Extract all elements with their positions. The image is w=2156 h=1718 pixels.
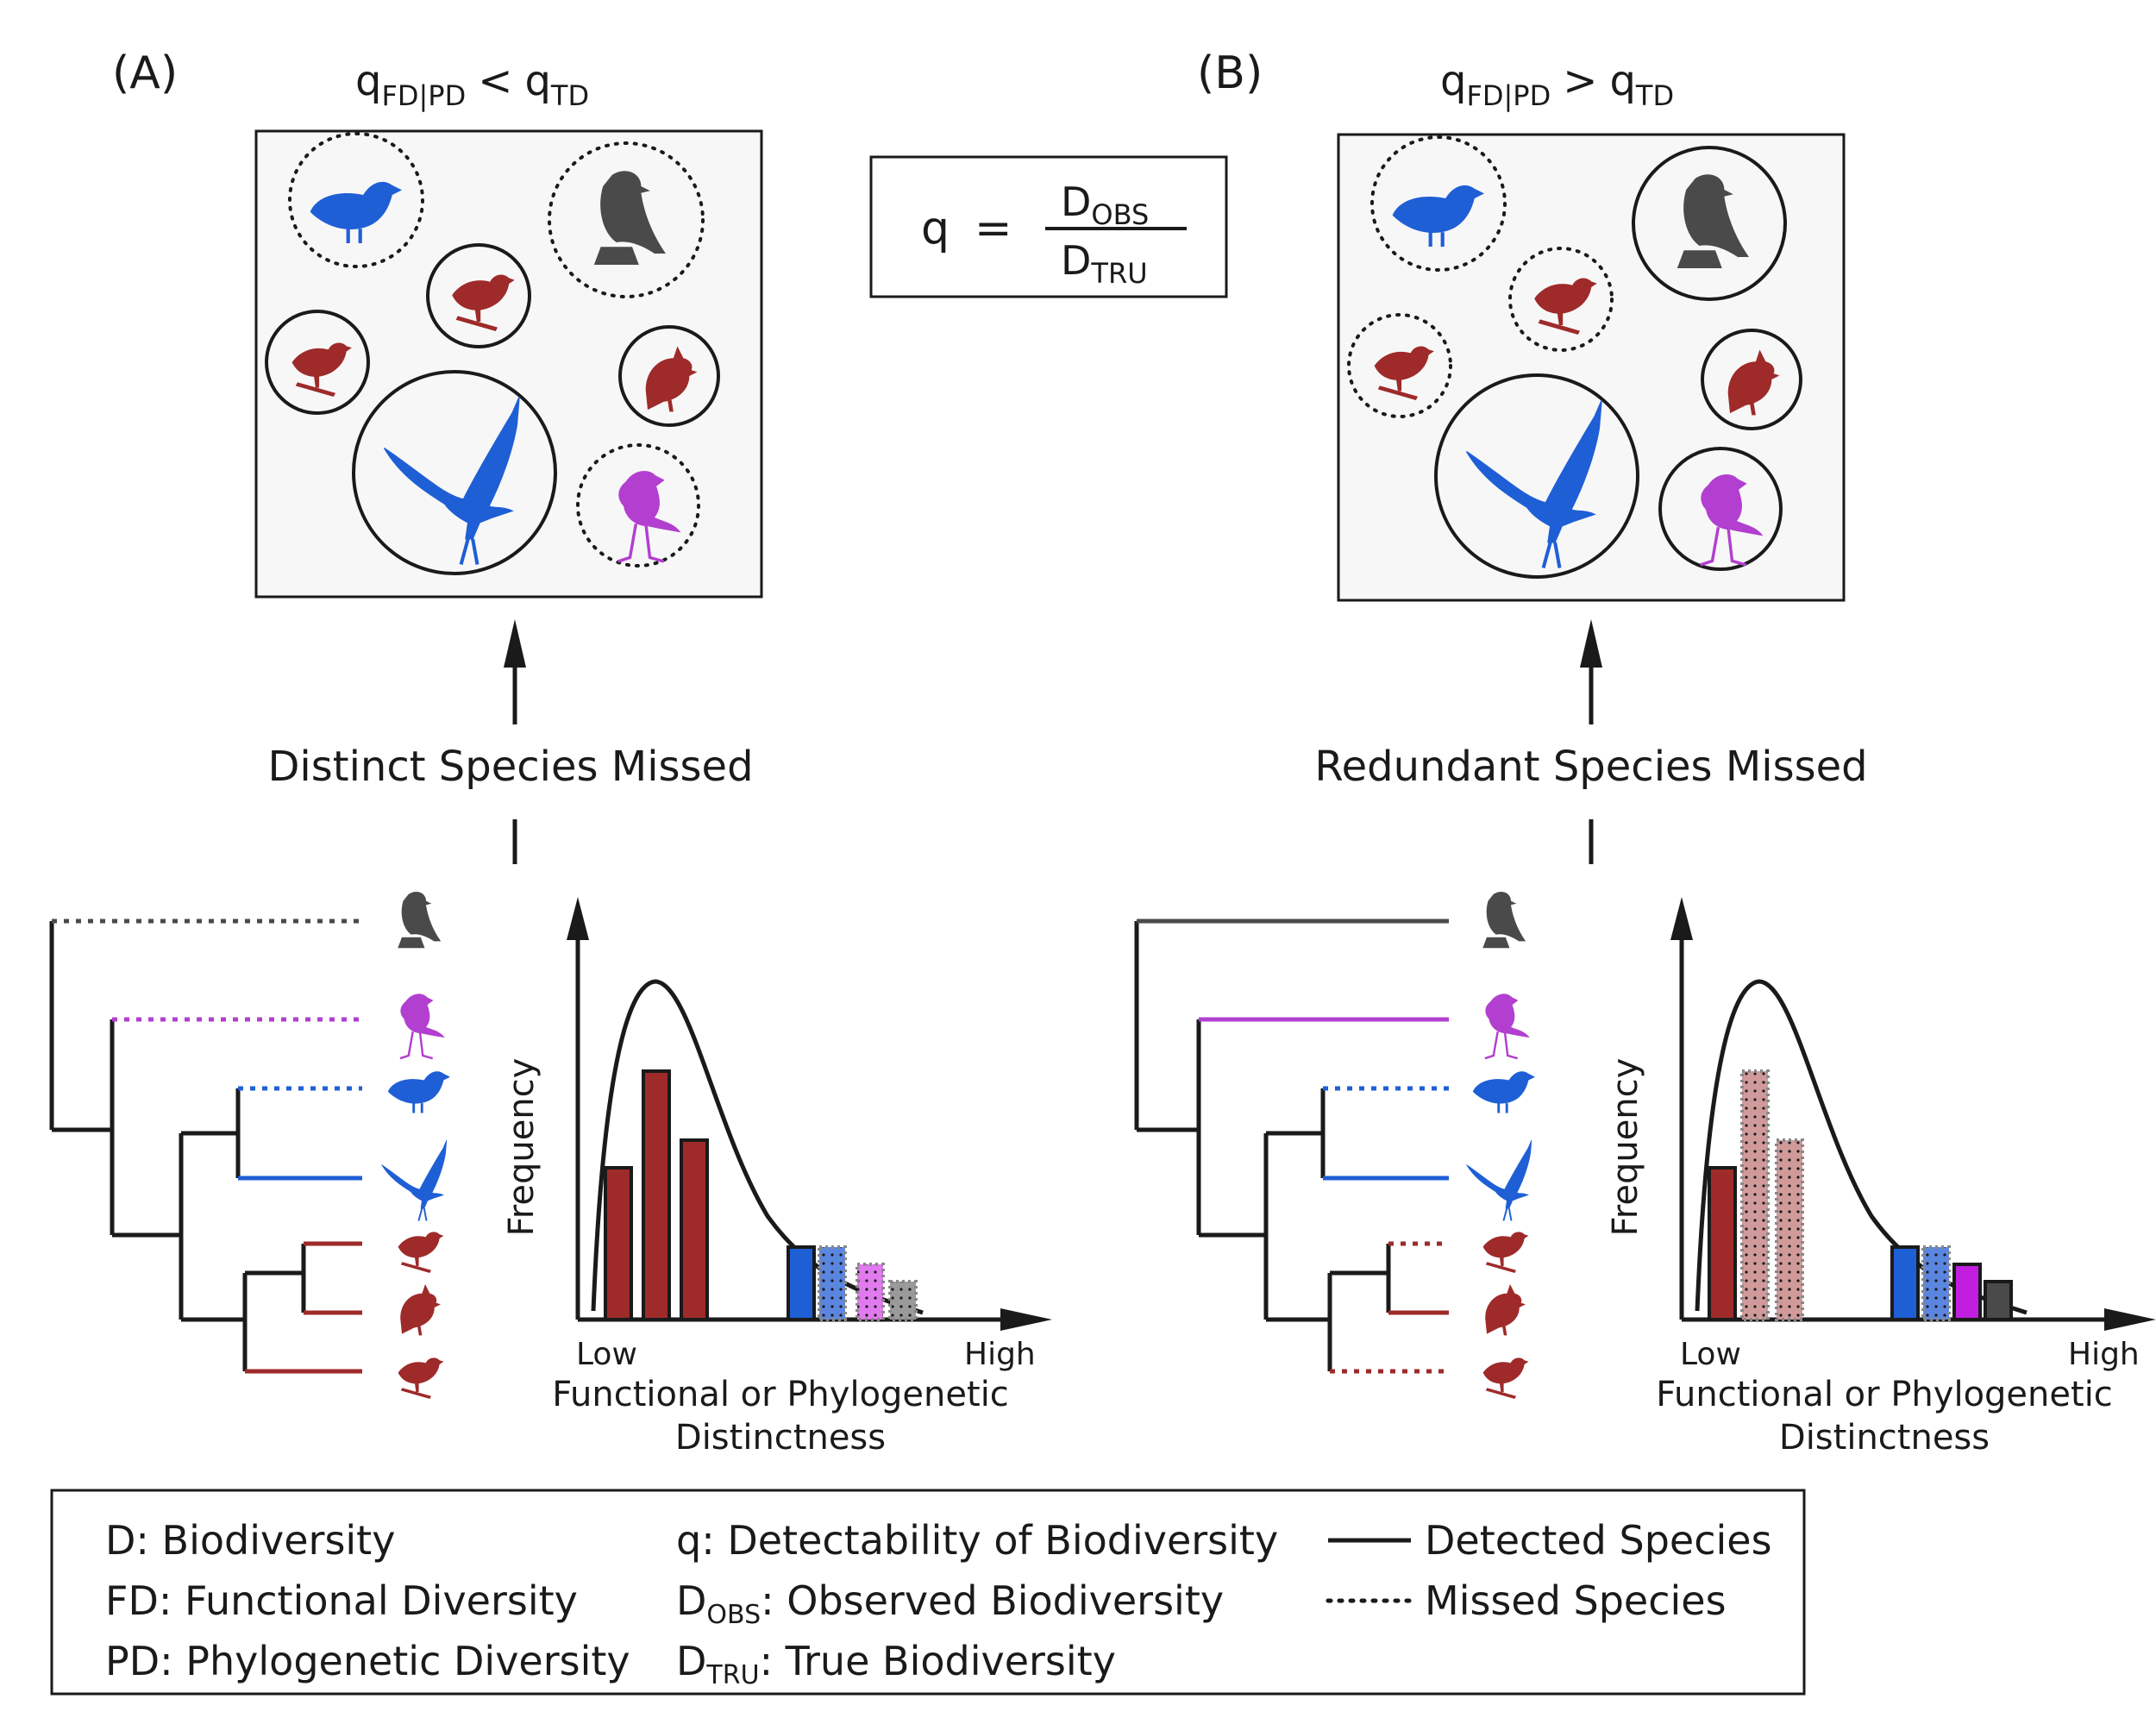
panel-b-tip-icons	[1465, 891, 1535, 1399]
bar-blue-missed	[818, 1245, 847, 1321]
panel-b-cardinal-detected	[1701, 329, 1802, 430]
panel-b-duck-missed	[1370, 135, 1507, 272]
panel-b-label: (B)	[1197, 47, 1263, 99]
panel-b-arrow-label: Redundant Species Missed	[1314, 743, 1867, 791]
bar-grey-detected	[1984, 1280, 2013, 1321]
legend-d: D: Biodiversity	[105, 1517, 395, 1564]
panel-b-songbird-missed	[1508, 247, 1614, 352]
panel-a-bird-on-branch-detected	[265, 310, 370, 415]
svg-text:qFD|PD<qTD: qFD|PD<qTD	[355, 57, 589, 112]
panel-a-arrow-label: Distinct Species Missed	[267, 743, 753, 791]
x-axis-label-line2: Distinctness	[675, 1418, 886, 1458]
x-low-label: Low	[1680, 1337, 1741, 1372]
panel-b-hawk-detected	[1632, 146, 1787, 301]
svg-text:DTRU: DTRU	[1061, 237, 1148, 290]
panel-b-bird-on-branch-missed	[1347, 313, 1452, 418]
x-axis-arrow	[1000, 1308, 1052, 1331]
panel-a-phylogeny	[49, 919, 362, 1374]
legend-dtru: DTRU: True Biodiversity	[676, 1638, 1116, 1690]
panel-a-arrow	[504, 619, 526, 864]
svg-text:DOBS: DOBS	[1061, 179, 1149, 231]
panel-b-phylogeny	[1134, 919, 1449, 1374]
panel-b-parrot-detected	[1658, 447, 1783, 571]
panel-a-songbird-detected	[426, 243, 531, 348]
panel-a-label: (A)	[112, 47, 178, 99]
x-axis-arrow	[2104, 1308, 2156, 1331]
panel-a-cardinal-detected	[618, 325, 720, 427]
x-axis-label-line2: Distinctness	[1779, 1418, 1990, 1458]
legend-missed: Missed Species	[1425, 1577, 1727, 1624]
y-axis-label: Frequency	[1606, 1058, 1645, 1237]
bar-blue-detected	[787, 1245, 816, 1321]
svg-text:=: =	[975, 203, 1012, 254]
y-axis-arrow	[1670, 897, 1693, 940]
bar-red-3	[680, 1138, 709, 1321]
legend-fd: FD: Functional Diversity	[105, 1577, 578, 1624]
formula-box: q = DOBS DTRU	[869, 155, 1228, 298]
legend-box	[50, 1489, 1806, 1696]
x-high-label: High	[964, 1337, 1036, 1372]
panel-b-title: qFD|PD>qTD	[1440, 57, 1674, 112]
bar-red-1	[604, 1166, 633, 1321]
legend-pd: PD: Phylogenetic Diversity	[105, 1638, 630, 1684]
panel-b-heron-detected	[1434, 373, 1639, 579]
legend-dobs: DOBS: Observed Biodiversity	[676, 1577, 1224, 1630]
x-axis-label-line1: Functional or Phylogenetic	[552, 1375, 1009, 1414]
bar-grey-missed	[888, 1280, 918, 1321]
x-high-label: High	[2068, 1337, 2140, 1372]
svg-text:qFD|PD>qTD: qFD|PD>qTD	[1440, 57, 1674, 112]
legend-detected: Detected Species	[1425, 1517, 1772, 1564]
x-low-label: Low	[576, 1337, 637, 1372]
bar-red-detected	[1708, 1166, 1737, 1321]
bar-blue-detected	[1890, 1245, 1920, 1321]
bar-blue-missed	[1921, 1245, 1951, 1321]
bar-red-2	[642, 1069, 671, 1321]
bar-red-missed-2	[1775, 1138, 1804, 1321]
svg-text:q: q	[921, 203, 950, 254]
panel-a-hawk-missed	[548, 141, 705, 298]
panel-b-arrow	[1580, 619, 1602, 864]
y-axis-label: Frequency	[502, 1058, 542, 1237]
panel-a-title: qFD|PD<qTD	[355, 57, 589, 112]
bar-magenta-missed	[856, 1263, 885, 1321]
bar-magenta-detected	[1952, 1263, 1982, 1321]
bar-red-missed-1	[1740, 1069, 1770, 1321]
panel-a-heron-detected	[352, 370, 557, 575]
panel-a-tip-icons	[380, 891, 450, 1399]
x-axis-label-line1: Functional or Phylogenetic	[1656, 1375, 2113, 1414]
y-axis-arrow	[567, 897, 589, 940]
legend-q: q: Detectability of Biodiversity	[676, 1517, 1278, 1564]
panel-a-duck-missed	[288, 132, 424, 268]
panel-a-parrot-missed	[576, 443, 700, 567]
